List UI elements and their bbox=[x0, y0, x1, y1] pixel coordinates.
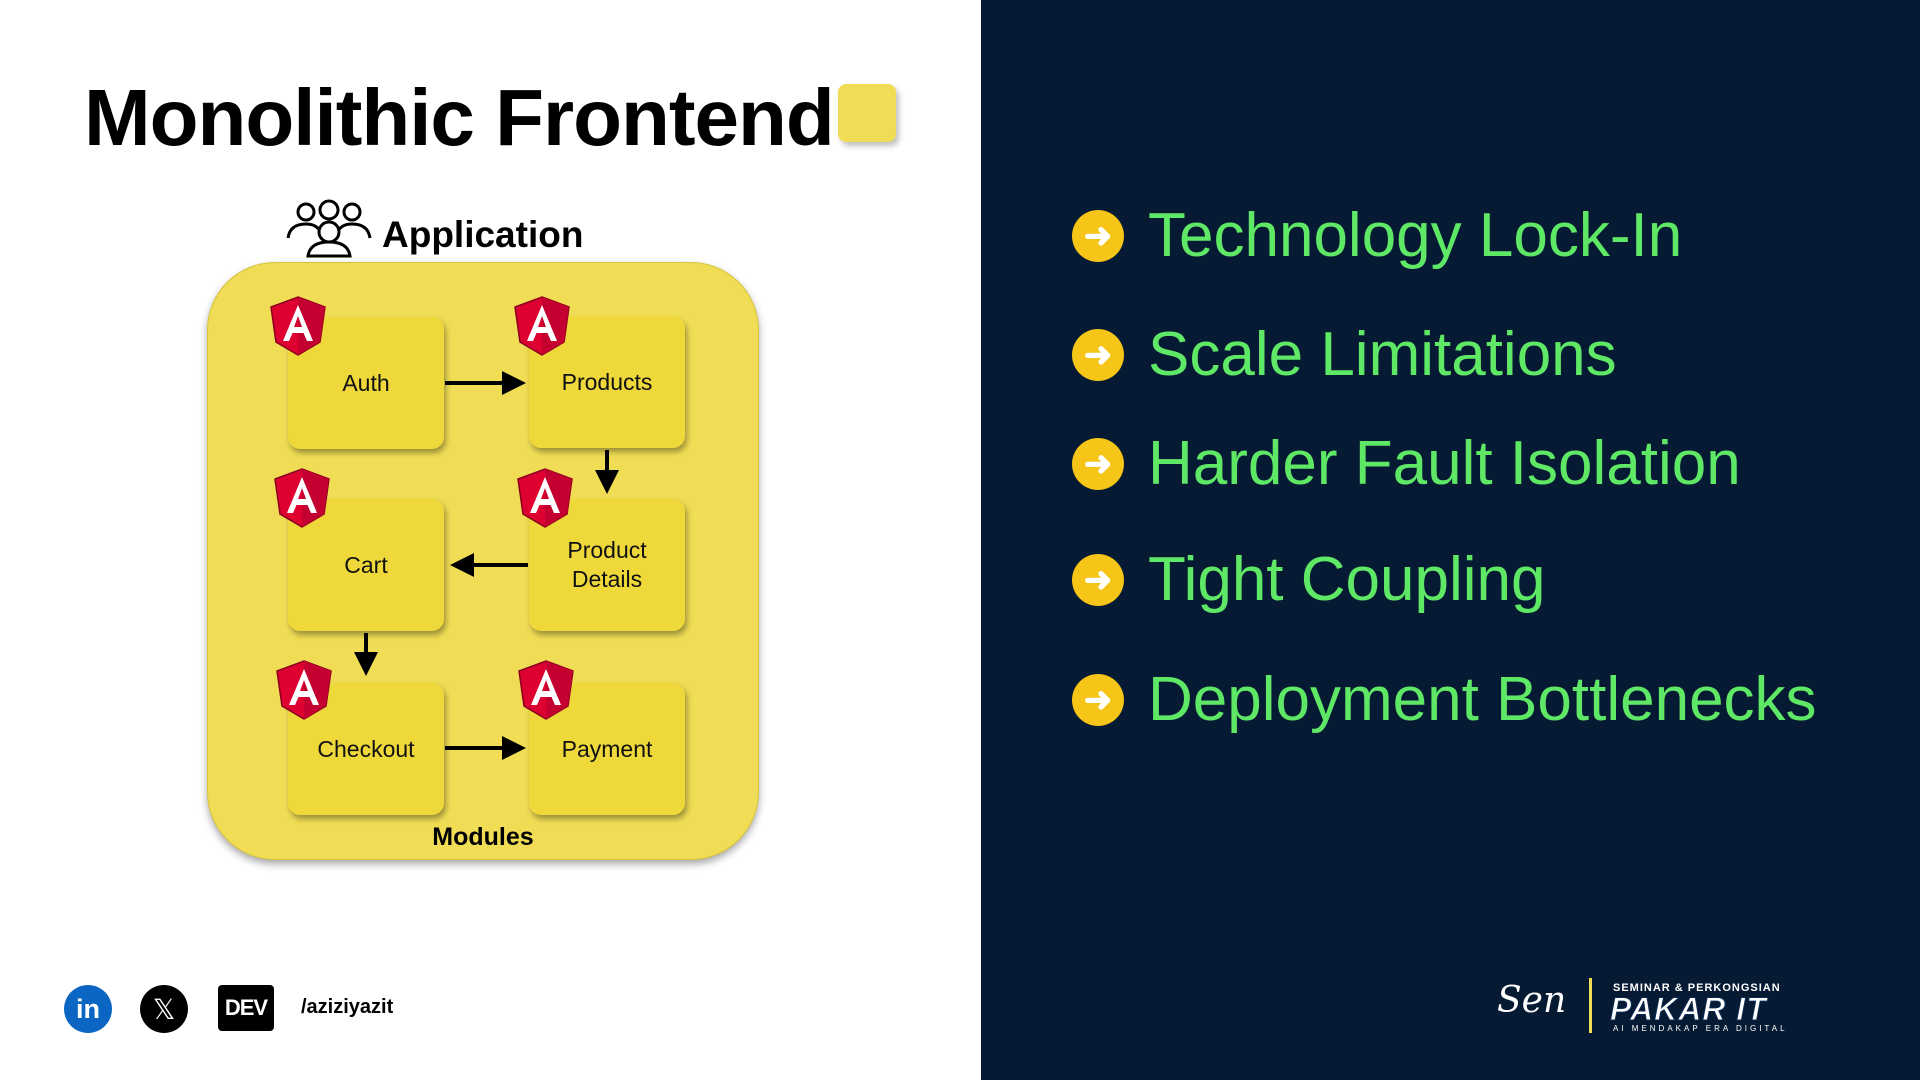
title-accent-square bbox=[838, 84, 896, 142]
angular-logo-icon bbox=[270, 296, 326, 356]
left-panel: Monolithic Frontend Application Modules … bbox=[64, 73, 896, 1033]
arrow-right-circle-icon: ➜ bbox=[1072, 673, 1124, 726]
bullet-text: Harder Fault Isolation bbox=[1148, 429, 1741, 498]
angular-logo-icon bbox=[274, 468, 330, 528]
logo-tagline: AI MENDAKAP ERA DIGITAL bbox=[1613, 1024, 1788, 1033]
angular-logo-icon bbox=[517, 468, 573, 528]
bullet-item: ➜ Technology Lock-In bbox=[1072, 200, 1682, 271]
arrow-right-circle-icon: ➜ bbox=[1072, 437, 1124, 490]
logo-top-line: SEMINAR & PERKONGSIAN bbox=[1613, 982, 1781, 994]
dev-to-icon[interactable]: DEV bbox=[218, 985, 274, 1031]
right-panel bbox=[981, 0, 1920, 1080]
users-group-icon bbox=[286, 199, 372, 258]
bullet-text: Deployment Bottlenecks bbox=[1148, 665, 1817, 734]
logo-script-text: Sen bbox=[1497, 980, 1567, 1021]
bullet-item: ➜ Tight Coupling bbox=[1072, 544, 1546, 615]
arrow-right-circle-icon: ➜ bbox=[1072, 209, 1124, 262]
social-handle: /aziziyazit bbox=[301, 996, 394, 1018]
logo-divider bbox=[1589, 978, 1592, 1033]
module-cart[interactable]: Cart bbox=[288, 499, 444, 631]
bullet-text: Tight Coupling bbox=[1148, 545, 1546, 614]
bullet-item: ➜ Deployment Bottlenecks bbox=[1072, 664, 1817, 735]
linkedin-icon[interactable]: in bbox=[64, 985, 112, 1033]
angular-logo-icon bbox=[514, 296, 570, 356]
arrow-right-circle-icon: ➜ bbox=[1072, 328, 1124, 381]
bullet-item: ➜ Scale Limitations bbox=[1072, 319, 1617, 390]
angular-logo-icon bbox=[518, 660, 574, 720]
slide-title: Monolithic Frontend bbox=[84, 73, 835, 162]
bullet-text: Technology Lock-In bbox=[1148, 201, 1683, 270]
angular-logo-icon bbox=[276, 660, 332, 720]
application-label: Application bbox=[382, 214, 584, 255]
module-auth[interactable]: Auth bbox=[288, 317, 444, 449]
bullet-text: Scale Limitations bbox=[1148, 320, 1617, 389]
x-twitter-icon[interactable]: 𝕏 bbox=[140, 985, 188, 1033]
bullet-item: ➜ Harder Fault Isolation bbox=[1072, 428, 1741, 499]
modules-label: Modules bbox=[432, 823, 534, 851]
logo-brand: PAKAR IT bbox=[1610, 991, 1767, 1028]
arrow-right-circle-icon: ➜ bbox=[1072, 553, 1124, 606]
